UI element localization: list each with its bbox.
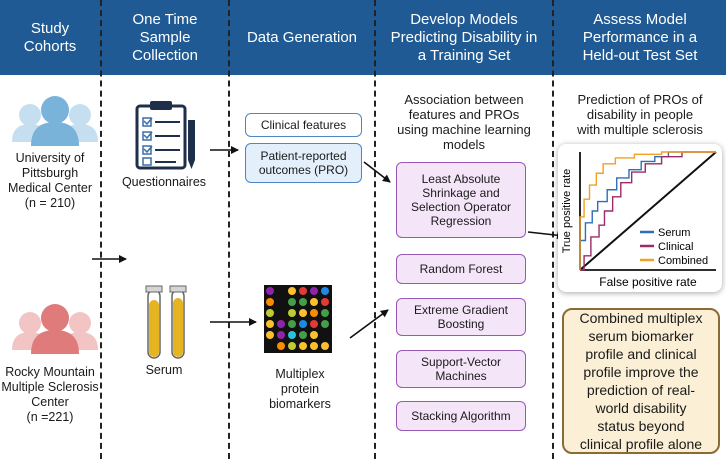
column-divider [552, 0, 554, 459]
biomarker-dot [277, 331, 285, 339]
biomarker-dot [299, 298, 307, 306]
legend-label: Combined [658, 255, 708, 267]
multiplex-array-icon [264, 285, 332, 353]
roc-reference-line [579, 151, 717, 271]
biomarker-dot [288, 320, 296, 328]
biomarker-dot [288, 309, 296, 317]
biomarker-dot [310, 320, 318, 328]
biomarker-dot [321, 342, 329, 350]
roc-x-label: False positive rate [599, 275, 697, 289]
biomarker-dot [266, 331, 274, 339]
biomarker-dot [321, 320, 329, 328]
arrow [349, 309, 389, 339]
biomarker-dot [299, 309, 307, 317]
biomarker-dot [299, 342, 307, 350]
biomarker-dot [266, 298, 274, 306]
column-divider [100, 0, 102, 459]
biomarker-dot [288, 331, 296, 339]
biomarker-dot [299, 287, 307, 295]
serum-label: Serum [145, 363, 183, 377]
biomarker-dot [288, 298, 296, 306]
biomarker-dot [299, 331, 307, 339]
biomarker-dot [310, 331, 318, 339]
roc-y-label: True positive rate [561, 169, 573, 254]
biomarker-dot [299, 320, 307, 328]
biomarker-dot [321, 287, 329, 295]
biomarker-dot [321, 309, 329, 317]
legend-label: Serum [658, 227, 690, 239]
serum-tubes-icon [145, 285, 187, 359]
header-data-generation: Data Generation [246, 28, 358, 46]
clinical-features-box: Clinical features [245, 113, 362, 137]
clipboard-questionnaire-icon [135, 101, 195, 170]
biomarker-dot [277, 320, 285, 328]
model-stacking: Stacking Algorithm [396, 401, 526, 431]
biomarker-dot [266, 320, 274, 328]
biomarker-dot [321, 298, 329, 306]
biomarker-dot [310, 287, 318, 295]
questionnaires-label: Questionnaires [121, 175, 207, 189]
people-group-icon [12, 96, 98, 146]
roc-series-clinical [580, 151, 716, 271]
biomarker-dot [266, 287, 274, 295]
model-random-forest: Random Forest [396, 254, 526, 284]
biomarker-dot [310, 342, 318, 350]
biomarker-dot [288, 287, 296, 295]
biomarker-dot [310, 298, 318, 306]
people-group-icon [12, 304, 98, 354]
column-divider [228, 0, 230, 459]
legend-label: Clinical [658, 241, 693, 253]
column-divider [374, 0, 376, 459]
roc-series-combined [579, 151, 716, 270]
arrow [363, 161, 391, 183]
roc-series-serum [579, 151, 716, 270]
biomarker-dot [288, 342, 296, 350]
biomarker-dot [310, 309, 318, 317]
biomarker-dot [277, 342, 285, 350]
biomarker-dot [266, 309, 274, 317]
